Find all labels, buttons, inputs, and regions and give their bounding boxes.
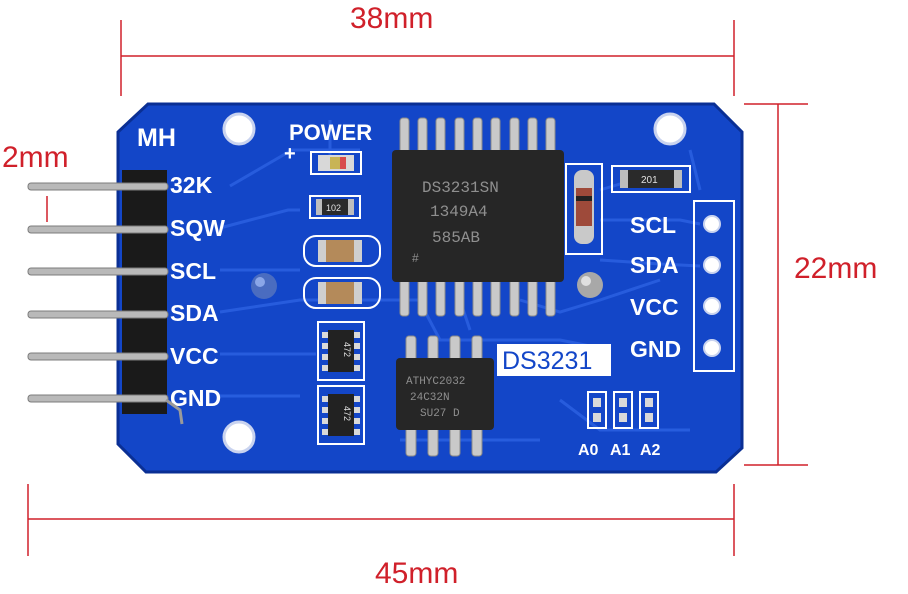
solder-points: [251, 272, 603, 299]
power-plus: +: [284, 143, 296, 165]
left-label-sqw: SQW: [170, 215, 225, 241]
svg-text:#: #: [412, 251, 419, 265]
power-led: [310, 151, 362, 175]
eeprom-line1: ATHYC2032: [406, 376, 465, 388]
resistor-201: 201: [611, 165, 691, 193]
left-label-scl: SCL: [170, 258, 216, 284]
left-label-32k: 32K: [170, 172, 213, 198]
resistor-102: 102: [309, 195, 361, 219]
module-label-box: DS3231: [497, 344, 611, 376]
resistor-array-1: 472: [317, 321, 365, 381]
eeprom-line3: SU27 D: [420, 408, 460, 420]
left-label-gnd: GND: [170, 385, 221, 411]
address-label-a2: A2: [640, 442, 661, 459]
module-label: DS3231: [502, 347, 592, 375]
main-chip-line2: 1349A4: [430, 203, 488, 221]
resistor-code-201: 201: [641, 175, 658, 186]
dimension-pin-spacing: 2mm: [2, 141, 69, 174]
resistor-code-472-b: 472: [342, 406, 352, 421]
address-label-a0: A0: [578, 442, 599, 459]
pcb-traces: [219, 120, 702, 442]
right-label-scl: SCL: [630, 212, 676, 238]
resistor-code-102: 102: [326, 203, 341, 213]
dimension-height: 22mm: [794, 252, 878, 285]
capacitor-2: [303, 277, 381, 309]
pcb-edge-shade: [116, 102, 744, 474]
dimension-lines: [27, 20, 808, 556]
left-pin-header: [27, 170, 184, 425]
dimension-bottom-width: 45mm: [375, 557, 459, 590]
main-chip-line1: DS3231SN: [422, 179, 499, 197]
address-label-a1: A1: [610, 442, 631, 459]
left-label-sda: SDA: [170, 300, 219, 326]
power-label: POWER: [289, 120, 372, 145]
eeprom-line2: 24C32N: [410, 392, 450, 404]
resistor-array-2: 472: [317, 385, 365, 445]
left-header-labels: 32K SQW SCL SDA VCC GND: [170, 172, 225, 411]
right-label-sda: SDA: [630, 252, 679, 278]
right-label-gnd: GND: [630, 336, 681, 362]
resistor-code-472-a: 472: [342, 342, 352, 357]
address-jumpers: A0 A1 A2: [578, 391, 661, 459]
mounting-holes: [222, 112, 687, 454]
right-label-vcc: VCC: [630, 294, 679, 320]
diode: [565, 163, 603, 255]
main-chip-line3: 585AB: [432, 229, 480, 247]
brand-label: MH: [137, 124, 176, 152]
ds3231-chip: DS3231SN 1349A4 585AB #: [392, 117, 564, 317]
capacitor-1: [303, 235, 381, 267]
right-header: SCL SDA VCC GND: [630, 200, 735, 372]
dimension-top-width: 38mm: [350, 2, 434, 35]
left-label-vcc: VCC: [170, 343, 219, 369]
eeprom-chip: ATHYC2032 24C32N SU27 D: [396, 335, 494, 457]
